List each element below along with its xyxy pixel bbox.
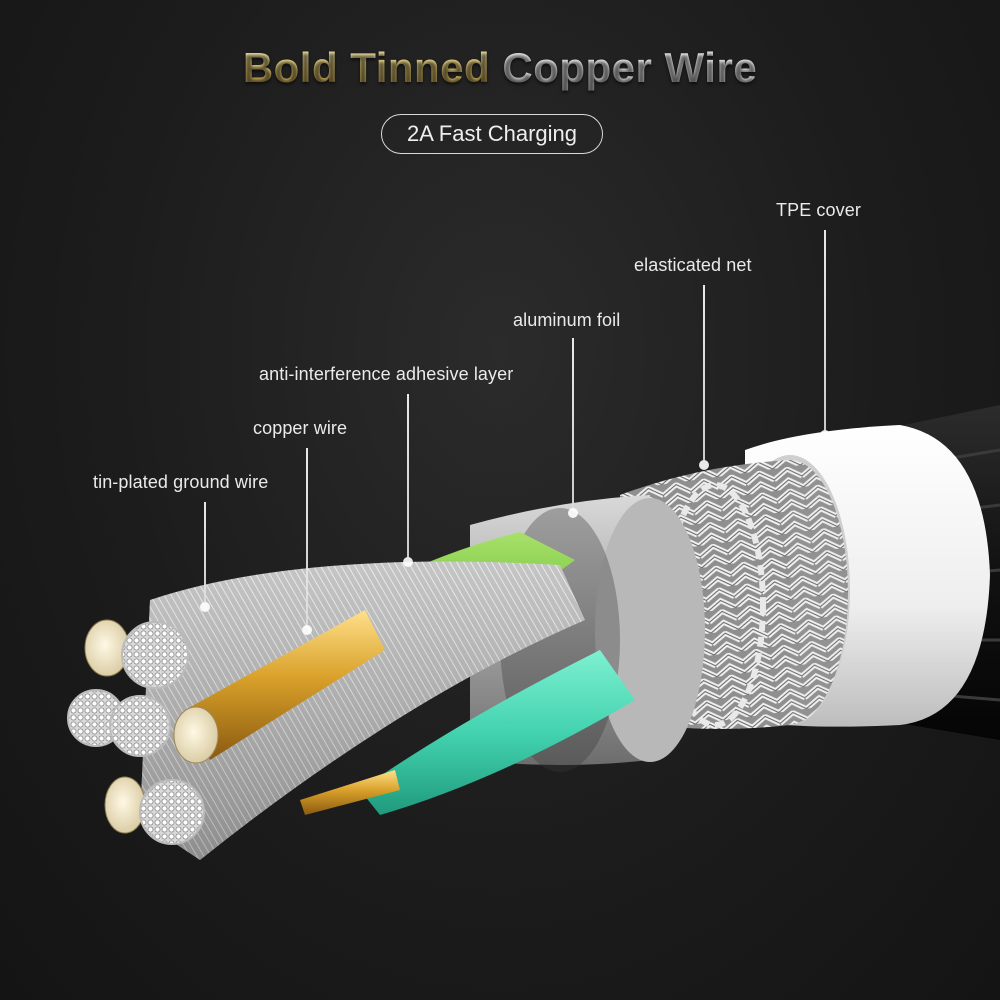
label-copper-wire: copper wire (253, 418, 348, 438)
fast-charging-badge: 2A Fast Charging (381, 114, 603, 154)
silver-strand-bundle (140, 561, 585, 860)
leader-elasticated-net (699, 285, 709, 470)
label-elasticated-net: elasticated net (634, 255, 752, 275)
leader-tpe-cover (820, 230, 830, 440)
headline-part-copper-wire: Copper Wire (502, 44, 758, 91)
leader-copper-wire (302, 448, 312, 635)
headline-part-bold-tinned: Bold Tinned (242, 44, 491, 91)
headline: Bold Tinned Copper Wire (0, 44, 1000, 92)
leader-adhesive-layer (403, 394, 413, 567)
label-aluminum-foil: aluminum foil (513, 310, 621, 330)
strand-ends (67, 619, 205, 845)
label-ground-wire: tin-plated ground wire (93, 472, 269, 492)
label-tpe-cover: TPE cover (776, 200, 861, 220)
leader-aluminum-foil (568, 338, 578, 518)
lower-copper-strip (300, 770, 400, 815)
label-adhesive-layer: anti-interference adhesive layer (259, 364, 514, 384)
copper-wire-rod (173, 610, 385, 764)
leader-ground-wire (200, 502, 210, 612)
teal-core (360, 650, 635, 815)
